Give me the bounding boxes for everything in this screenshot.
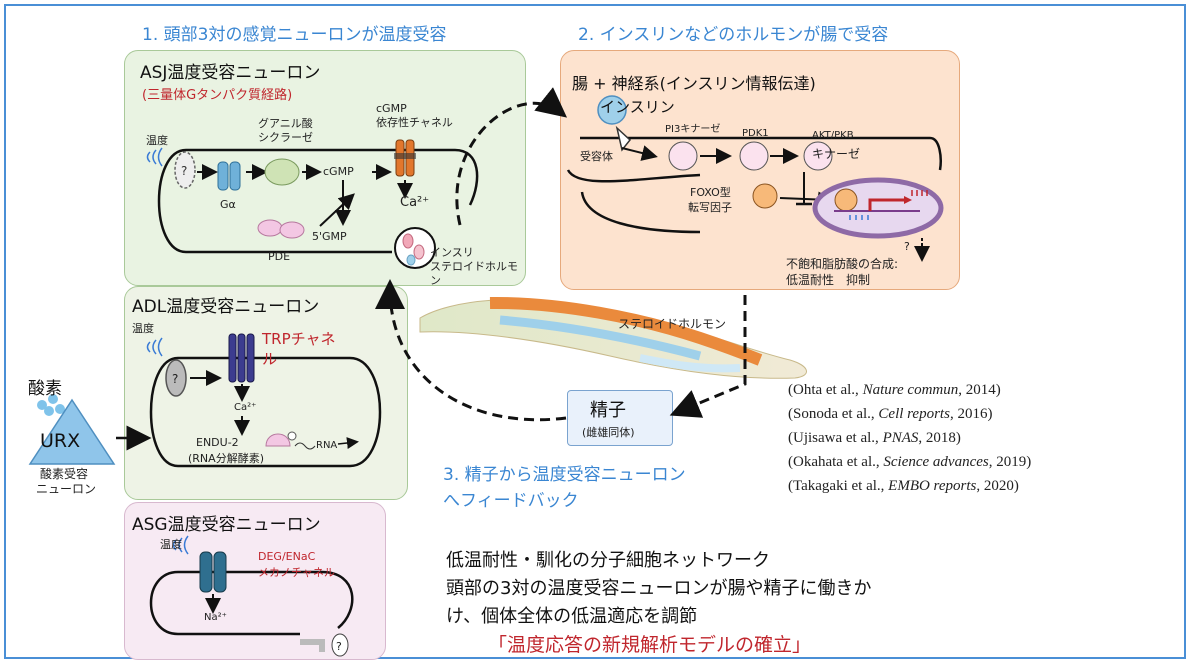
channel-label-line1: cGMP <box>376 102 407 115</box>
summary-line3: け、個体全体の低温適応を調節 <box>446 606 698 627</box>
svg-text:?: ? <box>172 372 178 386</box>
asj-to-gut-arrow <box>455 87 568 226</box>
guanylate-cyclase-icon <box>264 158 300 186</box>
trp-label-line2: ル <box>262 350 278 368</box>
asj-title: ASJ温度受容ニューロン <box>140 63 321 83</box>
svg-text:?: ? <box>336 640 342 653</box>
reference-item: (Ujisawa et al., PNAS, 2018) <box>788 430 961 446</box>
gut-title: 腸 + 神経系(インスリン情報伝達) <box>572 74 816 93</box>
akt-label-line1: AKT/PKB <box>812 130 854 141</box>
channel-label-line2: 依存性チャネル <box>376 116 453 129</box>
gc-label-line2: シクラーゼ <box>258 131 313 144</box>
trp-label-line1: TRPチャネ <box>262 330 336 348</box>
cgmp-label: cGMP <box>323 165 354 178</box>
receptor-icon <box>615 125 632 152</box>
adl-cell <box>149 356 382 468</box>
endu-label-line2: (RNA分解酵素) <box>188 452 264 465</box>
svg-text:?: ? <box>181 164 187 178</box>
rna-label: RNA <box>316 440 338 451</box>
galpha-protein-icon <box>217 161 241 191</box>
na-label: Na²⁺ <box>204 612 227 623</box>
pde-label: PDE <box>268 250 291 263</box>
result-line2: 低温耐性 抑制 <box>786 273 871 287</box>
adl-title: ADL温度受容ニューロン <box>132 297 320 317</box>
release-label-line3: ン <box>430 274 441 287</box>
gut-question: ? <box>904 240 910 253</box>
deg-channel-icon <box>199 551 227 593</box>
heading-step2: 2. インスリンなどのホルモンが腸で受容 <box>578 25 889 45</box>
asj-temp-wave-icon <box>146 147 163 167</box>
asg-question-icon: ? <box>331 633 349 657</box>
pdk1-icon <box>739 141 769 171</box>
adl-temp-label: 温度 <box>132 322 154 335</box>
akt-label-line2: キナーゼ <box>812 147 861 161</box>
pi3-label: PI3キナーゼ <box>665 124 721 135</box>
gmp5-label: 5'GMP <box>312 230 347 243</box>
asg-temp-label: 温度 <box>160 538 182 551</box>
urx-name: URX <box>40 430 81 452</box>
insulin-label: インスリン <box>600 98 675 116</box>
reference-item: (Sonoda et al., Cell reports, 2016) <box>788 406 993 422</box>
gc-label-line1: グアニル酸 <box>258 117 313 130</box>
gut-to-sperm-arrow <box>669 295 747 418</box>
pdk1-label: PDK1 <box>742 128 769 139</box>
urx-triangle <box>28 398 116 465</box>
reference-item: (Okahata et al., Science advances, 2019) <box>788 454 1032 470</box>
gut-cell <box>566 136 942 234</box>
worm-illustration <box>419 296 807 379</box>
steroid-label: ステロイドホルモン <box>618 317 727 331</box>
adl-ca-label: Ca²⁺ <box>234 402 257 413</box>
cgmp-channel-icon <box>394 139 416 177</box>
sperm-to-neuron-arrow <box>375 279 567 422</box>
pi3-kinase-icon <box>668 141 698 171</box>
release-label-line2: ステロイドホルモ <box>430 260 518 273</box>
asg-title: ASG温度受容ニューロン <box>132 515 321 535</box>
heading-step3-line2: へフィードバック <box>443 491 579 511</box>
deg-label-line1: DEG/ENaC <box>258 550 316 563</box>
asj-receptor-icon: ? <box>174 151 196 189</box>
asj-subtitle: (三量体Gタンパク質経路) <box>142 88 293 103</box>
foxo-label-line2: 転写因子 <box>688 201 732 214</box>
asj-cell <box>157 148 479 269</box>
asj-temp-label: 温度 <box>146 134 168 147</box>
endu2-enzyme-icon <box>265 431 297 447</box>
figure-frame <box>4 4 1186 659</box>
gut-panel <box>560 50 960 290</box>
adl-receptor-icon: ? <box>165 359 187 397</box>
urx-label-line2: ニューロン <box>36 482 97 496</box>
insulin-icon <box>597 95 627 125</box>
receptor-label: 受容体 <box>580 150 613 163</box>
urx-label-line1: 酸素受容 <box>40 467 89 481</box>
asg-cell <box>149 570 354 636</box>
oxygen-label: 酸素 <box>28 379 62 399</box>
galpha-label: Gα <box>220 198 236 211</box>
sperm-sub: (雌雄同体) <box>582 426 635 439</box>
result-line1: 不飽和脂肪酸の合成: <box>786 257 899 271</box>
release-label-line1: インスリ <box>430 246 474 259</box>
asg-temp-wave-icon <box>172 535 189 555</box>
endu-label-line1: ENDU-2 <box>196 436 239 449</box>
deg-label-line2: メカノチャネル <box>258 566 335 579</box>
nucleus-icon <box>812 177 944 239</box>
reference-item: (Ohta et al., Nature commun, 2014) <box>788 382 1001 398</box>
sperm-box <box>567 390 673 446</box>
reference-item: (Takagaki et al., EMBO reports, 2020) <box>788 478 1019 494</box>
adl-temp-wave-icon <box>146 337 163 357</box>
pde-icon <box>257 219 305 239</box>
summary-highlight: 「温度応答の新規解析モデルの確立」 <box>488 634 812 656</box>
oxygen-bubbles-icon <box>37 394 65 416</box>
summary-line2: 頭部の3対の温度受容ニューロンが腸や精子に働きか <box>446 578 872 599</box>
asj-ca-label: Ca²⁺ <box>400 195 430 210</box>
sperm-title: 精子 <box>590 400 626 421</box>
heading-step1: 1. 頭部3対の感覚ニューロンが温度受容 <box>142 25 447 45</box>
foxo-label-line1: FOXO型 <box>690 186 731 199</box>
akt-kinase-icon <box>803 141 833 171</box>
foxo-icon <box>752 183 778 209</box>
trp-channel-icon <box>228 333 255 383</box>
summary-line1: 低温耐性・馴化の分子細胞ネットワーク <box>446 550 770 571</box>
heading-step3-line1: 3. 精子から温度受容ニューロン <box>443 465 686 485</box>
